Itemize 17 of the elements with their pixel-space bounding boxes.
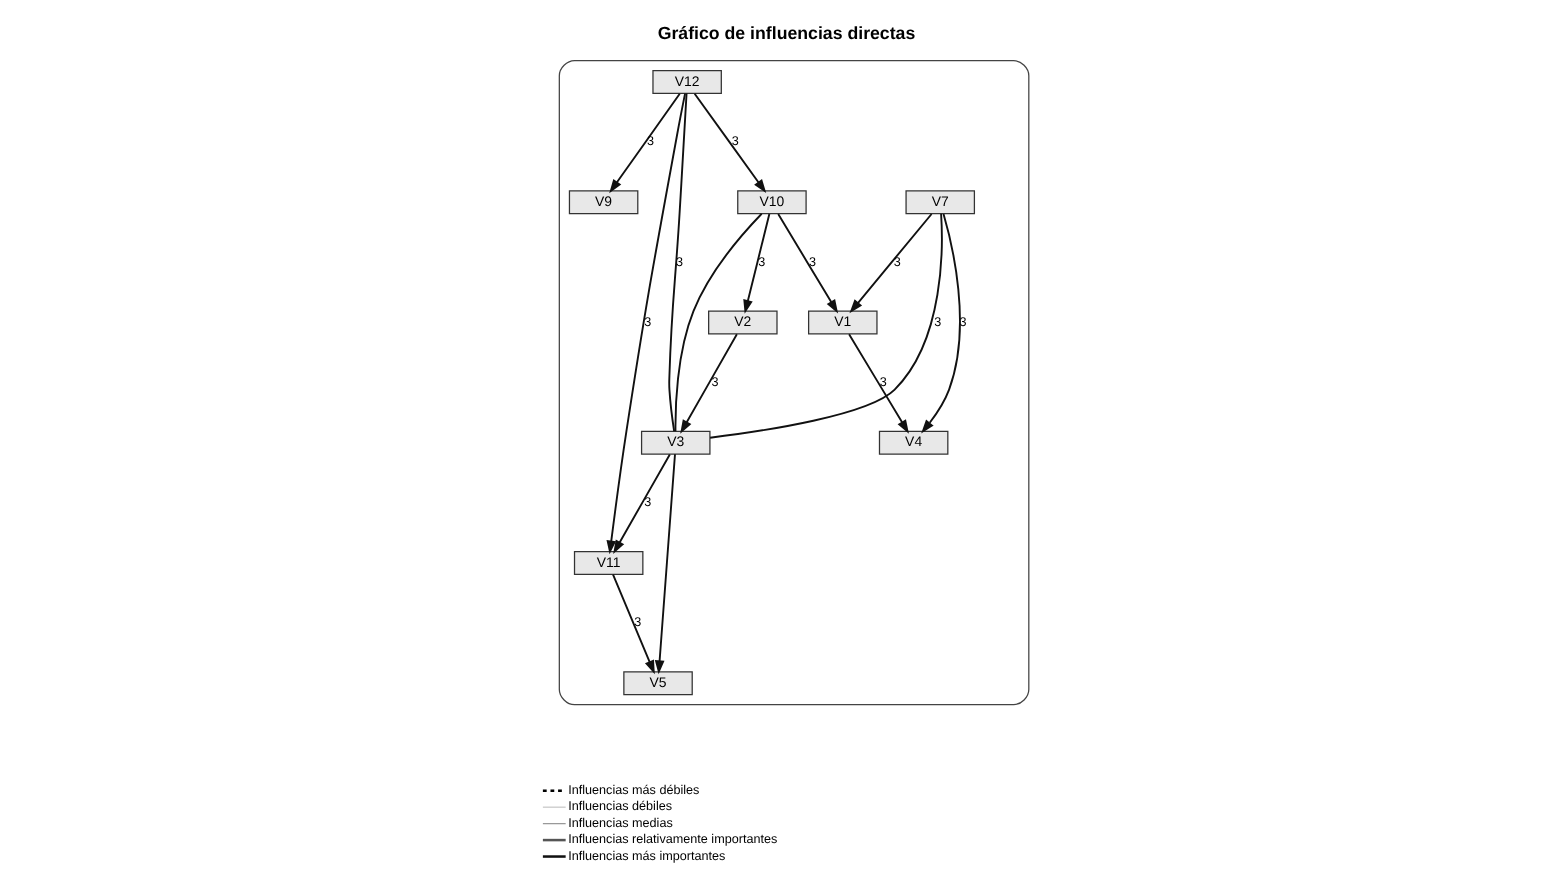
diagram-title: Gráfico de influencias directas [656,23,915,44]
connector [667,92,687,433]
connector [673,212,762,433]
arrow [608,92,680,194]
cluster [557,59,1029,706]
arrow [605,92,685,555]
arrow [920,213,960,434]
arrow [847,333,908,434]
arrow [692,92,766,194]
arrow [742,213,770,314]
connector [708,212,942,439]
arrow [776,213,838,314]
arrow [612,453,670,554]
arrow [679,333,737,434]
arrow [611,573,654,675]
arrow [653,453,675,675]
arrow [848,213,932,314]
